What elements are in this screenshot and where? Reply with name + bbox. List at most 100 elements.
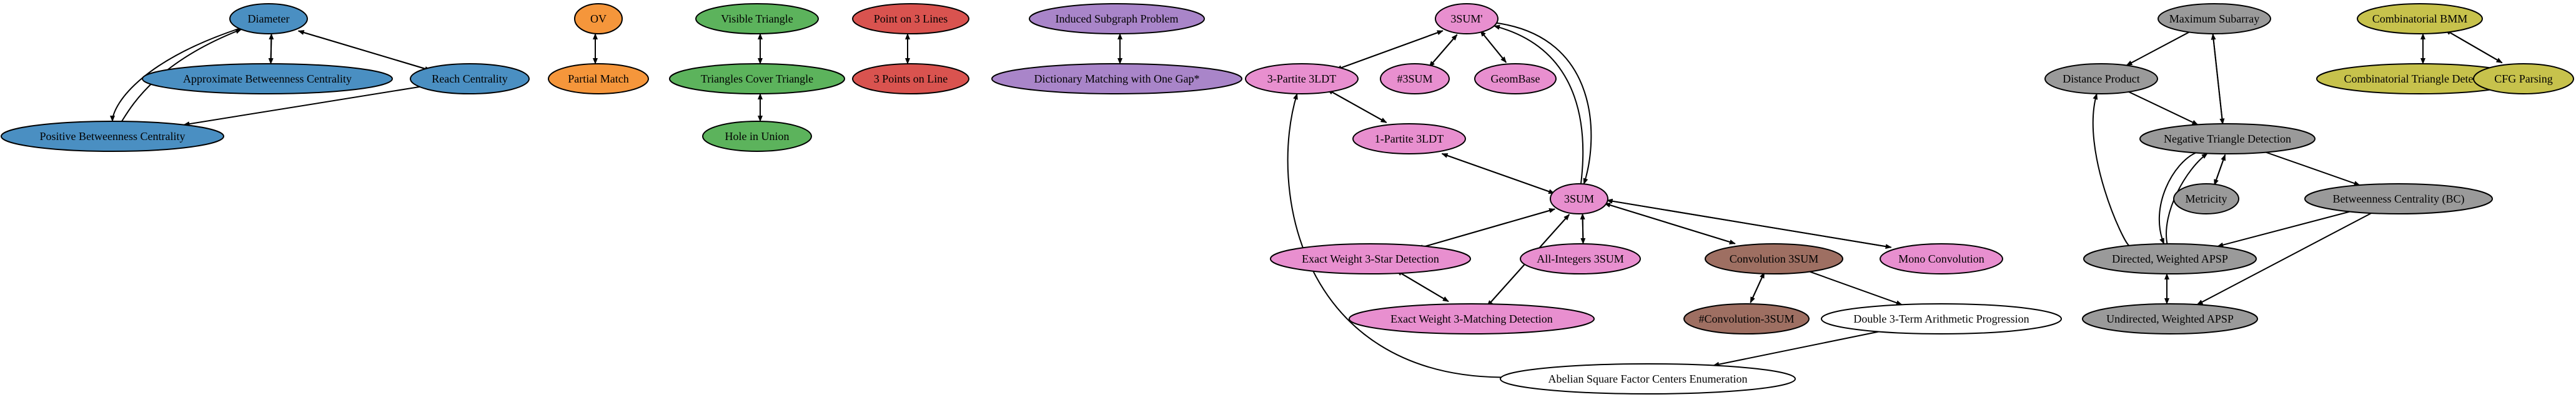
edge-threesum-to-threesum_prime (1493, 24, 1584, 184)
node-label: Combinatorial Triangle Detection (2344, 73, 2496, 85)
node-ellipse (2082, 303, 2258, 334)
node-label: Triangles Cover Triangle (701, 73, 813, 85)
node-ellipse (2083, 243, 2257, 274)
edge-distance_product-to-neg_triangle (2128, 91, 2199, 126)
edge-path (2444, 29, 2503, 64)
edge-approx_bc-to-diameter (269, 33, 274, 64)
node-label: Diameter (248, 13, 290, 25)
edge-path (1493, 24, 1584, 184)
node-triangles-cover: Triangles Cover Triangle (669, 63, 845, 94)
edge-reach_centrality-to-diameter (297, 30, 431, 71)
node-mono-convolution: Mono Convolution (1880, 243, 2003, 274)
node-label: Undirected, Weighted APSP (2106, 313, 2234, 325)
edge-path (110, 28, 240, 122)
node-label: Metricity (2186, 193, 2227, 205)
edge-path (2196, 213, 2372, 306)
node-visible-triangle: Visible Triangle (695, 3, 819, 34)
edge-path (269, 33, 274, 64)
edge-all_integers_3sum-to-threesum (1580, 213, 1585, 244)
edge-path (1606, 198, 1891, 248)
edge-sharp_convolution_3sum-to-convolution_3sum (1750, 271, 1765, 303)
node-diameter: Diameter (229, 3, 308, 34)
node-label: Distance Product (2063, 73, 2139, 85)
edge-max_subarray-to-distance_product (2126, 31, 2190, 66)
edge-path (1713, 331, 1879, 367)
edge-path (2266, 151, 2361, 186)
node-label: Positive Betweenness Centrality (40, 130, 186, 143)
edge-mono_convolution-to-threesum (1606, 198, 1891, 248)
node-label: Double 3-Term Arithmetic Progression (1853, 313, 2029, 325)
node-positive-bc: Positive Betweenness Centrality (1, 121, 224, 152)
node-label: Point on 3 Lines (874, 13, 948, 25)
node-ellipse (1474, 63, 1557, 94)
edge-path (1417, 208, 1556, 249)
node-ellipse (991, 63, 1242, 94)
edge-path (1441, 153, 1555, 194)
node-label: Maximum Subarray (2169, 13, 2259, 25)
node-ellipse (548, 63, 649, 94)
node-directed-apsp: Directed, Weighted APSP (2083, 243, 2257, 274)
node-combinatorial-bmm: Combinatorial BMM (2357, 3, 2483, 34)
node-convolution-3sum: Convolution 3SUM (1705, 243, 1843, 274)
node-label: Abelian Square Factor Centers Enumeratio… (1548, 373, 1748, 385)
node-point-on-3-lines: Point on 3 Lines (852, 3, 969, 34)
node-label: 1-Partite 3LDT (1375, 133, 1444, 145)
node-label: Convolution 3SUM (1730, 253, 1819, 265)
edges-layer (110, 22, 2503, 378)
node-ellipse (1245, 63, 1359, 94)
edge-sharp_3sum-to-threesum_prime (1429, 34, 1458, 68)
edge-metricity-to-neg_triangle (2214, 154, 2226, 186)
node-sharp-convolution-3sum: #Convolution-3SUM (1683, 303, 1810, 334)
node-ellipse (1880, 243, 2003, 274)
node-ellipse (1, 121, 224, 152)
edge-path (1429, 34, 1458, 68)
node-three-partite-3ldt: 3-Partite 3LDT (1245, 63, 1359, 94)
edge-neg_triangle-to-directed_apsp (2158, 152, 2196, 244)
node-label: #3SUM (1397, 73, 1432, 85)
node-label: Betweenness Centrality (BC) (2333, 193, 2465, 206)
node-ellipse (1380, 63, 1450, 94)
node-three-points-on-line: 3 Points on Line (852, 63, 969, 94)
node-label: Induced Subgraph Problem (1056, 13, 1179, 25)
node-ellipse (2473, 63, 2574, 94)
node-ellipse (1520, 243, 1641, 274)
node-distance-product: Distance Product (2044, 63, 2158, 94)
node-ellipse (669, 63, 845, 94)
node-double-3term: Double 3-Term Arithmetic Progression (1821, 303, 2062, 334)
node-label: Combinatorial BMM (2372, 13, 2468, 25)
edge-path (2092, 93, 2130, 246)
node-ellipse (1821, 303, 2062, 334)
node-abelian-square: Abelian Square Factor Centers Enumeratio… (1500, 363, 1796, 394)
edge-threesum_prime-to-threesum (1496, 22, 1592, 185)
node-label: Directed, Weighted APSP (2112, 253, 2228, 265)
edge-diameter-to-positive_bc (110, 28, 240, 122)
edge-three_partite_3ldt-to-threesum_prime (1335, 30, 1444, 71)
node-ellipse (2357, 3, 2483, 34)
node-label: Hole in Union (725, 130, 790, 143)
node-label: #Convolution-3SUM (1698, 313, 1794, 325)
edge-convolution_3sum-to-double_3term (1809, 271, 1903, 306)
node-betweenness-bc: Betweenness Centrality (BC) (2304, 183, 2493, 214)
edge-betweenness_bc-to-undirected_apsp (2196, 213, 2372, 306)
edge-double_3term-to-abelian_square (1713, 331, 1879, 367)
node-label: Visible Triangle (721, 13, 793, 25)
node-ellipse (702, 121, 812, 152)
node-ellipse (1705, 243, 1843, 274)
edge-path (2211, 33, 2224, 124)
node-neg-triangle: Negative Triangle Detection (2139, 123, 2316, 154)
node-comb-triangle: Combinatorial Triangle Detection (2316, 63, 2524, 94)
node-metricity: Metricity (2173, 183, 2239, 214)
node-ellipse (852, 63, 969, 94)
node-reach-centrality: Reach Centrality (410, 63, 530, 94)
edge-path (2214, 154, 2226, 186)
node-ov: OV (574, 3, 623, 34)
node-label: Exact Weight 3-Star Detection (1302, 253, 1439, 265)
edge-directed_apsp-to-distance_product (2092, 93, 2130, 246)
node-one-partite-3ldt: 1-Partite 3LDT (1352, 123, 1466, 154)
node-ellipse (1270, 243, 1471, 274)
edge-neg_triangle-to-max_subarray (2211, 33, 2224, 124)
node-label: Negative Triangle Detection (2164, 133, 2291, 145)
node-ellipse (574, 3, 623, 34)
